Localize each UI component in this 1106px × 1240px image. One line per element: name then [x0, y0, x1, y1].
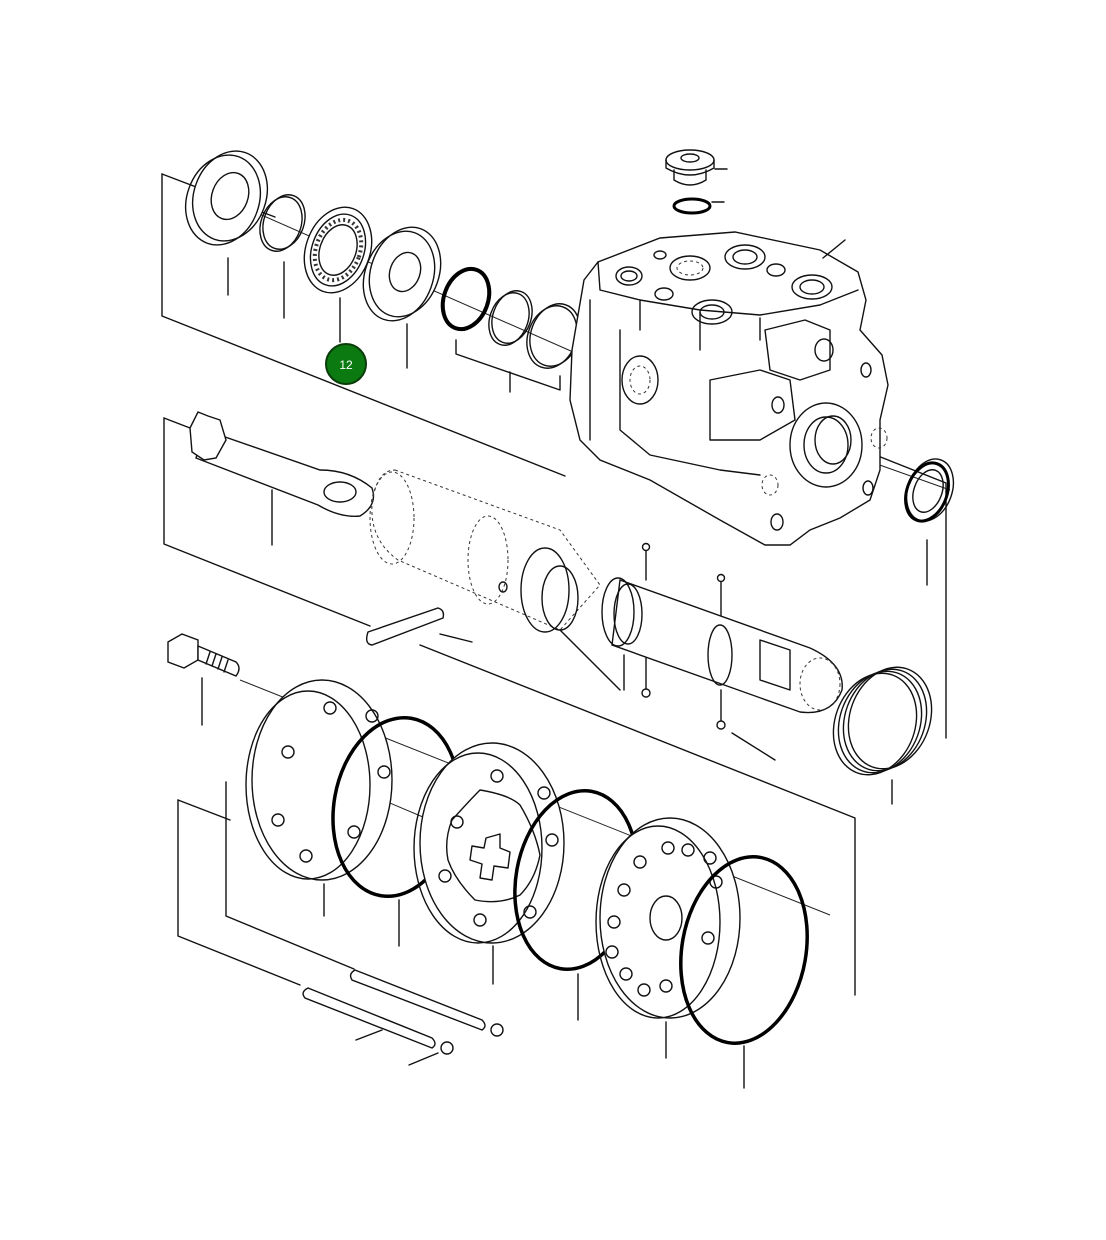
seal-ring-set: [440, 266, 581, 393]
cap-screw: [167, 633, 240, 726]
port-plug: [665, 149, 728, 186]
drive-shaft: [189, 411, 375, 546]
centering-springs: [832, 666, 933, 805]
callout-badge[interactable]: [325, 343, 367, 385]
cross-pin: [365, 607, 473, 646]
callout-12[interactable]: 12: [325, 343, 367, 385]
sleeve: [601, 577, 843, 714]
end-cap: [245, 679, 393, 917]
plug-o-ring: [672, 197, 725, 215]
group-frame-bottom: [177, 781, 355, 986]
needle-thrust-bearing: [303, 206, 373, 343]
valve-housing: [569, 231, 889, 546]
thrust-washer: [184, 150, 269, 296]
centering-pin-top-1: [641, 542, 651, 581]
spool-leader: [559, 629, 625, 691]
long-pin-1: [349, 969, 504, 1041]
callout-label: 12: [339, 358, 353, 372]
long-pin-2: [302, 987, 454, 1066]
retaining-ring: [259, 194, 306, 319]
centering-pin-bottom-2: [716, 689, 776, 761]
group-frame-middle: [163, 417, 856, 996]
callouts: 12: [325, 343, 367, 385]
spool: [369, 469, 601, 633]
spacer-plate: [595, 817, 741, 1059]
shaft-seal: [904, 458, 955, 586]
flat-washer: [362, 226, 442, 369]
centering-pin-top-2: [716, 573, 726, 616]
end-cap-o-ring: [679, 855, 809, 1089]
gerotor-set: [413, 742, 565, 985]
centering-pin-bottom-1: [641, 657, 651, 698]
